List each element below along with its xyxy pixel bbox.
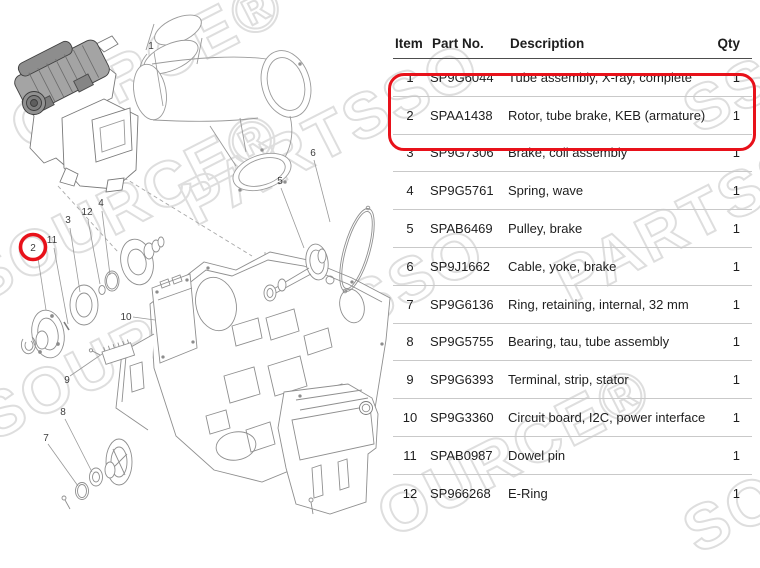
parts-table-header: Item Part No. Description Qty [393, 28, 752, 59]
callout-2: 2 [30, 243, 36, 254]
qty-cell: 1 [732, 258, 740, 274]
highlight-circle [18, 232, 48, 262]
rotor-bearing-drawing [61, 438, 133, 510]
leader-lines [37, 51, 331, 487]
description-cell: E-Ring [508, 485, 548, 501]
callout-3: 3 [65, 215, 71, 226]
part-no-cell: SP9G3360 [430, 410, 494, 426]
part-no-cell: SP9J1662 [430, 258, 490, 274]
circuit-board-drawing [151, 273, 198, 364]
qty-cell: 1 [732, 334, 740, 350]
item-cell: 11 [403, 447, 417, 463]
description-cell: Rotor, tube brake, KEB (armature) [508, 107, 706, 123]
qty-cell: 1 [732, 183, 740, 199]
assembled-unit-drawing [14, 35, 139, 193]
description-cell: Bearing, tau, tube assembly [508, 334, 670, 350]
header-item: Item [395, 35, 423, 51]
item-cell: 9 [406, 372, 414, 388]
dashed-guide-line [99, 162, 253, 257]
description-cell: Cable, yoke, brake [508, 258, 617, 274]
qty-cell: 1 [732, 107, 740, 123]
description-cell: Circuit board, I2C, power interface [508, 410, 706, 426]
qty-cell: 1 [732, 221, 740, 237]
table-row: 2 SPAA1438 Rotor, tube brake, KEB (armatur… [393, 97, 752, 135]
item-cell: 1 [406, 69, 414, 85]
item-cell: 10 [402, 410, 418, 426]
table-row: 9 SP9G6393 Terminal, strip, stator 1 [393, 361, 752, 400]
callout-12: 12 [81, 207, 93, 218]
table-row: 3 SP9G7306 Brake, coil assembly 1 [393, 135, 752, 173]
belt-drawing [339, 205, 375, 294]
terminal-strip-drawing [88, 339, 136, 365]
description-cell: Tube assembly, X-ray, complete [508, 69, 692, 85]
qty-cell: 1 [732, 410, 740, 426]
part-no-cell: SP966268 [430, 485, 491, 501]
qty-cell: 1 [732, 372, 740, 388]
item-cell: 12 [402, 485, 418, 501]
table-row: 5 SPAB6469 Pulley, brake 1 [393, 210, 752, 248]
qty-cell: 1 [732, 296, 740, 312]
description-cell: Terminal, strip, stator [508, 372, 629, 388]
watermark: SSOURCE® [0, 96, 293, 338]
description-cell: Dowel pin [508, 447, 566, 463]
callout-5: 5 [277, 176, 283, 187]
part-no-cell: SP9G6136 [430, 296, 494, 312]
qty-cell: 1 [732, 485, 740, 501]
item-cell: 5 [406, 221, 414, 237]
header-description: Description [510, 35, 585, 51]
part-no-cell: SP9G5755 [430, 334, 494, 350]
part-no-cell: SP9G5761 [430, 183, 494, 199]
item-cell: 6 [406, 258, 414, 274]
item-cell: 7 [406, 296, 414, 312]
callout-10: 10 [120, 312, 132, 323]
yoke-frame-drawing [115, 251, 391, 483]
part-no-cell: SP9G7306 [430, 145, 494, 161]
pulley-shaft-drawing [263, 243, 329, 302]
dashed-guide-line [57, 185, 119, 253]
header-part-no: Part No. [432, 35, 484, 51]
description-cell: Spring, wave [508, 183, 584, 199]
part-no-cell: SPAA1438 [430, 107, 493, 123]
table-row: 1 SP9G6044 Tube assembly, X-ray, complete 1 [393, 59, 752, 97]
item-cell: 2 [406, 107, 414, 123]
description-cell: Pulley, brake [508, 221, 583, 237]
watermark: OURCE® [0, 0, 296, 165]
lower-bracket-drawing [277, 383, 379, 515]
table-row: 11 SPAB0987 Dowel pin 1 [393, 437, 752, 475]
callout-8: 8 [60, 407, 66, 418]
item-cell: 3 [406, 145, 414, 161]
table-row: 8 SP9G5755 Bearing, tau, tube assembly 1 [393, 324, 752, 362]
qty-cell: 1 [732, 69, 740, 85]
table-row: 12 SP966268 E-Ring 1 [393, 475, 752, 512]
callout-9: 9 [64, 375, 70, 386]
part-no-cell: SPAB0987 [430, 447, 493, 463]
part-no-cell: SPAB6469 [430, 221, 493, 237]
part-no-cell: SP9G6393 [430, 372, 494, 388]
tube-assembly-drawing [133, 14, 312, 192]
description-cell: Ring, retaining, internal, 32 mm [508, 296, 689, 312]
table-row: 7 SP9G6136 Ring, retaining, internal, 32 m… [393, 286, 752, 324]
table-row: 4 SP9G5761 Spring, wave 1 [393, 172, 752, 211]
item-cell: 8 [406, 334, 414, 350]
exploded-view-diagram: 1 2 3 4 5 6 7 8 9 10 11 12 [14, 14, 391, 515]
description-cell: Brake, coil assembly [508, 145, 628, 161]
qty-cell: 1 [732, 447, 740, 463]
callout-11: 11 [47, 235, 58, 246]
callout-1: 1 [148, 41, 154, 52]
table-row: 6 SP9J1662 Cable, yoke, brake 1 [393, 248, 752, 286]
callout-6: 6 [310, 148, 316, 159]
callout-4: 4 [98, 198, 104, 209]
qty-cell: 1 [732, 145, 740, 161]
part-no-cell: SP9G6044 [430, 69, 494, 85]
watermark: TSSOURCE [0, 257, 261, 495]
table-row: 10 SP9G3360 Circuit board, I2C, power inte… [393, 399, 752, 437]
brake-parts-drawing [21, 236, 165, 359]
header-qty: Qty [717, 35, 740, 51]
callout-7: 7 [43, 433, 49, 444]
item-cell: 4 [406, 183, 414, 199]
